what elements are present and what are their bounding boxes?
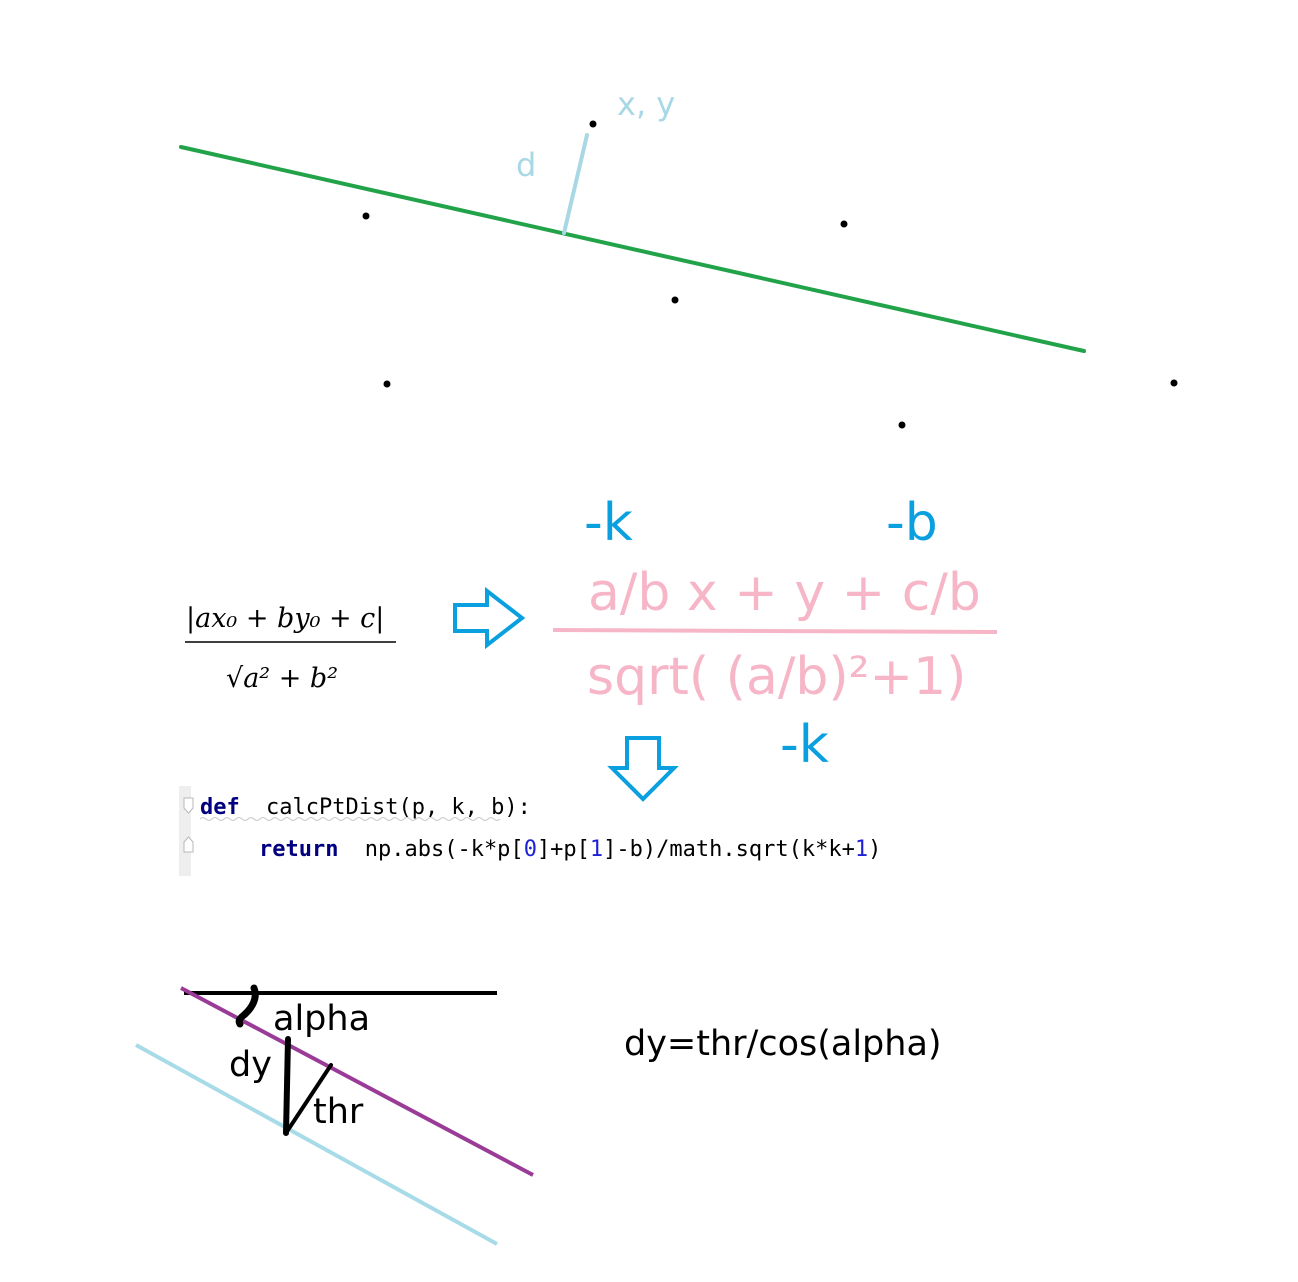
- code-signature: calcPtDist(p, k, b):: [266, 795, 531, 820]
- thr-segment: [284, 1063, 333, 1135]
- formula-numerator: |ax₀ + by₀ + c|: [186, 603, 384, 634]
- distance-segment: [562, 133, 589, 235]
- code-number: 1: [855, 837, 868, 862]
- code-number: 0: [524, 837, 537, 862]
- fold-marker-icon: [183, 836, 194, 853]
- minus-k-top-label: -k: [584, 493, 633, 553]
- minus-b-label: -b: [886, 493, 938, 553]
- thr-label: thr: [313, 1092, 364, 1132]
- angle-arc: [235, 984, 259, 1028]
- dy-label: dy: [229, 1045, 272, 1085]
- code-expr-part: np.abs(-k*p[: [365, 837, 524, 862]
- fit-line: [179, 145, 1086, 353]
- code-expr-part: ]-b)/math.sqrt(k*k+: [603, 837, 855, 862]
- minus-k-bottom-label: -k: [780, 715, 829, 775]
- dy-segment: [283, 1036, 291, 1136]
- rewritten-denominator: sqrt( (a/b)²+1): [587, 647, 966, 707]
- data-point: [589, 120, 597, 128]
- code-line-2: return np.abs(-k*p[0]+p[1]-b)/math.sqrt(…: [259, 837, 881, 862]
- top-diagram: x, y d: [179, 85, 1178, 429]
- formula-denominator: √a² + b²: [226, 663, 338, 694]
- rewritten-formula: -k -b a/b x + y + c/b sqrt( (a/b)²+1) -k: [552, 493, 998, 775]
- rewritten-fraction-bar: [552, 628, 998, 634]
- bottom-diagram: alpha dy thr dy=thr/cos(alpha): [135, 984, 942, 1246]
- code-snippet: def calcPtDist(p, k, b): return np.abs(-…: [179, 786, 881, 876]
- data-point: [1170, 379, 1178, 387]
- data-point: [898, 421, 906, 429]
- light-blue-line: [135, 1043, 498, 1246]
- distance-formula: |ax₀ + by₀ + c| √a² + b²: [185, 603, 396, 694]
- code-number: 1: [590, 837, 603, 862]
- fold-marker-icon: [183, 797, 194, 814]
- data-point: [362, 212, 370, 220]
- dy-equation: dy=thr/cos(alpha): [624, 1024, 942, 1064]
- code-expr-part: ]+p[: [537, 837, 590, 862]
- spellcheck-underline: [199, 817, 501, 821]
- point-label: x, y: [617, 85, 675, 123]
- arrow-right-icon: [453, 586, 526, 650]
- data-point: [671, 296, 679, 304]
- code-line-1: def calcPtDist(p, k, b):: [200, 795, 531, 820]
- data-point: [383, 380, 391, 388]
- distance-label: d: [516, 146, 536, 184]
- code-keyword-def: def: [200, 795, 240, 820]
- arrow-down-icon: [607, 736, 679, 802]
- alpha-label: alpha: [273, 999, 370, 1039]
- code-keyword-return: return: [259, 837, 338, 862]
- code-expr-part: ): [868, 837, 881, 862]
- rewritten-numerator: a/b x + y + c/b: [588, 563, 981, 623]
- data-point: [840, 220, 848, 228]
